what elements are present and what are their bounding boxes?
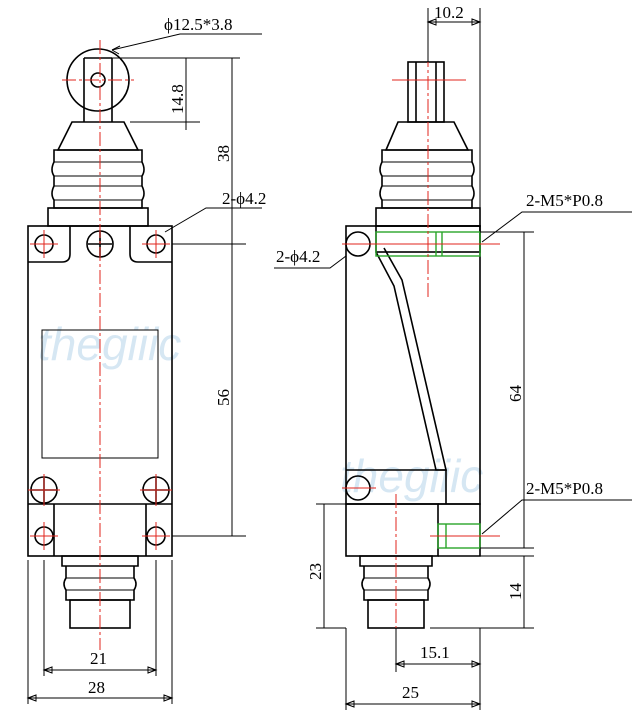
dim-arrows-side <box>344 18 482 708</box>
dim-base-width <box>43 560 157 676</box>
bellows-rings <box>54 161 142 201</box>
watermark-left: thegiiic <box>38 318 181 370</box>
leader-roller <box>111 33 262 51</box>
label-roller-height: 14.8 <box>168 84 187 114</box>
label-side-offset: 15.1 <box>420 643 450 662</box>
lever-arm <box>375 247 448 471</box>
dim-roller-height <box>130 57 200 130</box>
body-side-bottom <box>345 503 439 557</box>
dim-total-width <box>27 560 173 704</box>
label-roller: ϕ12.5*3.8 <box>164 15 232 34</box>
boot-flange <box>47 207 149 227</box>
label-side-depth: 25 <box>402 683 419 702</box>
boot-bellows <box>51 149 145 209</box>
watermark-text-left: thegiiic <box>38 318 181 370</box>
dim-bottom-offset <box>430 555 534 629</box>
gland-side-upper <box>359 555 433 601</box>
dim-arrows-front <box>26 666 174 702</box>
leader-holes-side <box>274 255 347 269</box>
label-mount-hole-side: 2-ϕ4.2 <box>276 247 320 266</box>
dim-body <box>172 244 246 537</box>
label-thread-bottom: 2-M5*P0.8 <box>526 479 603 498</box>
boot-top <box>56 121 140 151</box>
hole-centerlines <box>28 230 172 550</box>
dim-lower-height <box>316 503 346 629</box>
watermark-right: thegiiic <box>340 450 483 502</box>
label-plunger-height: 38 <box>214 145 233 162</box>
dim-thread-spacing <box>480 231 534 549</box>
body-side-lower-divider <box>346 469 447 504</box>
dim-side-width <box>427 8 481 226</box>
leader-thread-bottom <box>481 499 632 535</box>
label-lower-height: 23 <box>306 563 325 580</box>
label-total-width: 28 <box>88 678 105 697</box>
label-body-height: 56 <box>214 389 233 406</box>
side-crosslines <box>342 79 500 537</box>
boot-side-top <box>384 121 470 151</box>
dim-side-depth <box>345 628 481 710</box>
leader-roller-arrow <box>111 45 121 55</box>
roller-bracket <box>83 57 113 122</box>
label-thread-top: 2-M5*P0.8 <box>526 191 603 210</box>
cable-gland-upper <box>61 555 139 601</box>
label-mount-hole-top: 2-ϕ4.2 <box>222 189 266 208</box>
watermark-text-right: thegiiic <box>340 450 483 502</box>
leader-holes-front <box>164 207 262 233</box>
boot-side-bellows <box>379 149 475 209</box>
label-thread-spacing: 64 <box>506 385 525 403</box>
body-top-notches <box>28 226 172 263</box>
label-base-width: 21 <box>90 649 107 668</box>
roller-side-axle <box>415 62 437 122</box>
label-side-width: 10.2 <box>434 3 464 22</box>
dim-plunger <box>108 57 246 245</box>
side-view <box>274 8 632 710</box>
bellows-side-rings <box>382 161 472 201</box>
leader-thread-top <box>481 211 632 243</box>
label-bottom-offset: 14 <box>506 583 525 601</box>
roller-side <box>407 61 445 123</box>
front-view <box>26 33 262 704</box>
